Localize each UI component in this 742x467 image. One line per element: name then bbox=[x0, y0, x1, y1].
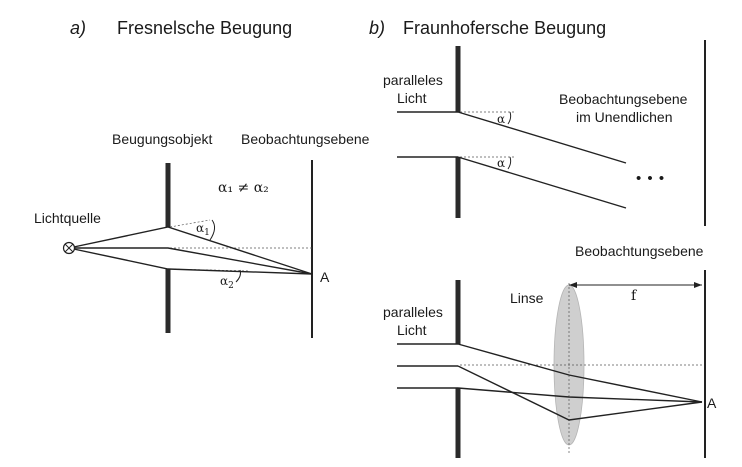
alpha-top-arc-1 bbox=[507, 111, 512, 125]
ray-lower bbox=[68, 247, 313, 275]
parallel-light-bot-2: Licht bbox=[397, 322, 427, 338]
parallel-light-top-2: Licht bbox=[397, 90, 427, 106]
focal-label: f bbox=[631, 288, 638, 304]
parallel-light-top-1: paralleles bbox=[383, 72, 443, 88]
panel-a-letter: a) bbox=[70, 18, 86, 38]
lens-ray-3 bbox=[457, 365, 703, 421]
point-a-left: A bbox=[320, 269, 330, 285]
parallel-light-bot-1: paralleles bbox=[383, 304, 443, 320]
ref-line-top bbox=[169, 219, 211, 228]
alpha1-label: α1 bbox=[196, 221, 210, 238]
alpha-top-arc-2 bbox=[507, 156, 512, 170]
alpha-top-2: α bbox=[497, 156, 505, 170]
ray-upper bbox=[68, 226, 313, 275]
source-label: Lichtquelle bbox=[34, 210, 101, 226]
alpha2-arc bbox=[235, 269, 241, 283]
lens-label: Linse bbox=[510, 290, 544, 306]
focal-arrow-left bbox=[569, 282, 577, 288]
alpha-top-1: α bbox=[497, 112, 505, 126]
diffracted-ray-1 bbox=[457, 111, 627, 164]
object-label: Beugungsobjekt bbox=[112, 131, 213, 147]
alpha-relation: α₁ ≠ α₂ bbox=[218, 180, 269, 196]
alpha1-arc bbox=[209, 219, 216, 241]
panel-b-title: Fraunhofersche Beugung bbox=[403, 18, 606, 38]
screen-label-b: Beobachtungsebene bbox=[575, 243, 704, 259]
alpha2-label: α2 bbox=[220, 274, 234, 291]
diffracted-ray-2 bbox=[457, 156, 627, 209]
point-a-right: A bbox=[707, 395, 717, 411]
panel-a-title: Fresnelsche Beugung bbox=[117, 18, 292, 38]
ellipsis: • • • bbox=[636, 170, 665, 187]
screen-infinity-2: im Unendlichen bbox=[576, 109, 673, 125]
light-source-icon bbox=[62, 241, 76, 255]
lens-ray-2 bbox=[457, 387, 703, 403]
screen-label-a: Beobachtungsebene bbox=[241, 131, 370, 147]
focal-arrow-right bbox=[694, 282, 702, 288]
screen-infinity-1: Beobachtungsebene bbox=[559, 91, 688, 107]
ray-middle bbox=[69, 247, 313, 275]
panel-b-letter: b) bbox=[369, 18, 385, 38]
lens-ray-1 bbox=[457, 343, 703, 403]
